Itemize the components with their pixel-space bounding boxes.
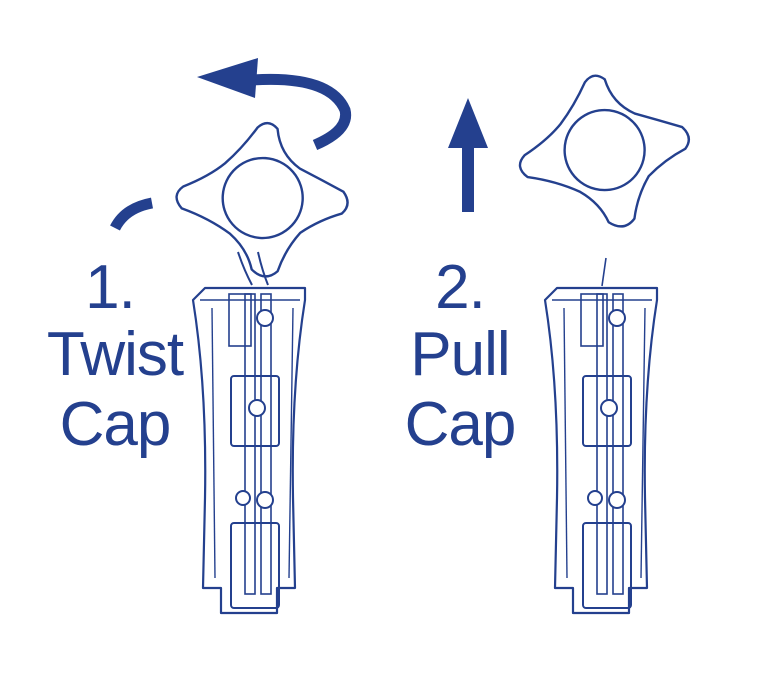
- step-1-label-line-1: Twist: [46, 320, 184, 389]
- step-2-number: 2.: [435, 253, 486, 322]
- cap-stem: [237, 251, 269, 286]
- needle-tip-icon: [601, 257, 607, 287]
- up-arrow-icon: [448, 98, 488, 212]
- step-1-label-line-2: Cap: [59, 390, 172, 459]
- curved-twist-arrow-icon: [110, 58, 352, 231]
- step-2-label-line-1: Pull: [410, 320, 510, 389]
- autoinjector-body-icon: [191, 286, 307, 615]
- autoinjector-body-icon: [543, 286, 659, 615]
- star-cap-icon: [507, 62, 701, 241]
- step-2-label-line-2: Cap: [404, 390, 517, 459]
- step-1-number: 1.: [85, 253, 136, 322]
